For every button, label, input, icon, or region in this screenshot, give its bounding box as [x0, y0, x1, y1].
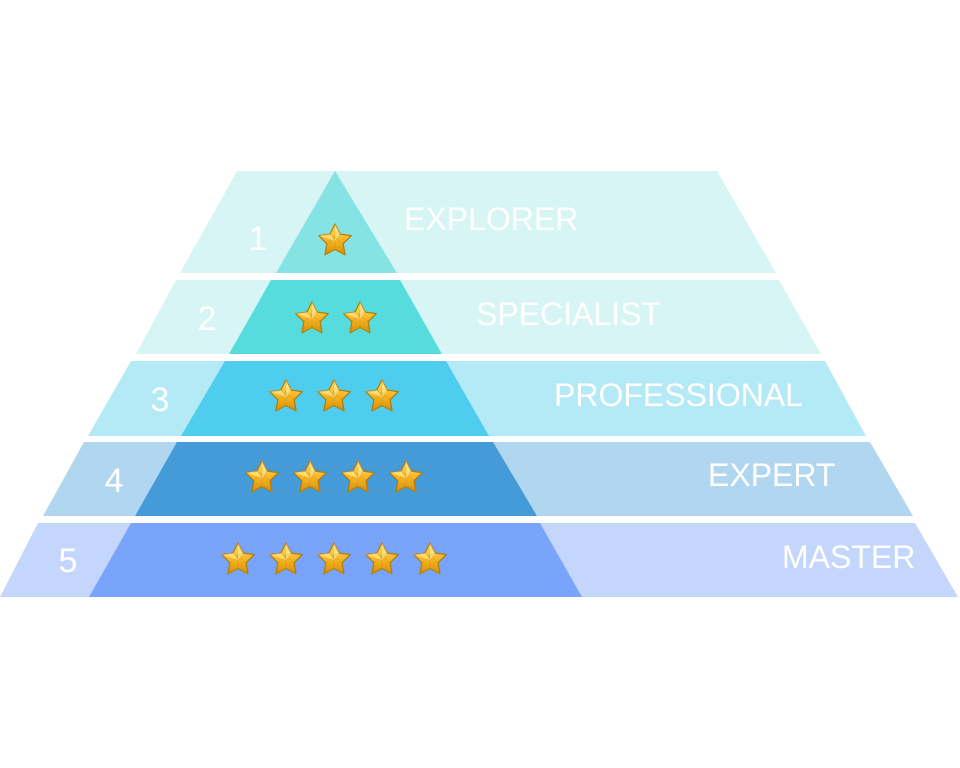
level-3-label: PROFESSIONAL: [554, 377, 803, 413]
level-3-number: 3: [151, 381, 170, 419]
level-2: 2 SPECIALIST: [136, 280, 821, 354]
level-3: 3 PROFESSIONAL: [88, 361, 866, 436]
level-2-core: [229, 280, 442, 354]
level-5: 5 MASTER: [0, 523, 958, 597]
level-2-label: SPECIALIST: [476, 296, 661, 332]
level-4-number: 4: [105, 462, 124, 500]
level-1-core: [276, 171, 397, 273]
level-1: 1 EXPLORER: [180, 171, 776, 273]
level-5-label: MASTER: [782, 539, 915, 575]
level-2-number: 2: [198, 300, 217, 338]
level-4: 4 EXPERT: [43, 442, 913, 516]
level-5-number: 5: [59, 542, 78, 580]
level-1-label: EXPLORER: [404, 201, 578, 237]
level-4-label: EXPERT: [708, 457, 835, 493]
level-1-number: 1: [249, 220, 268, 258]
level-4-core: [135, 442, 537, 516]
